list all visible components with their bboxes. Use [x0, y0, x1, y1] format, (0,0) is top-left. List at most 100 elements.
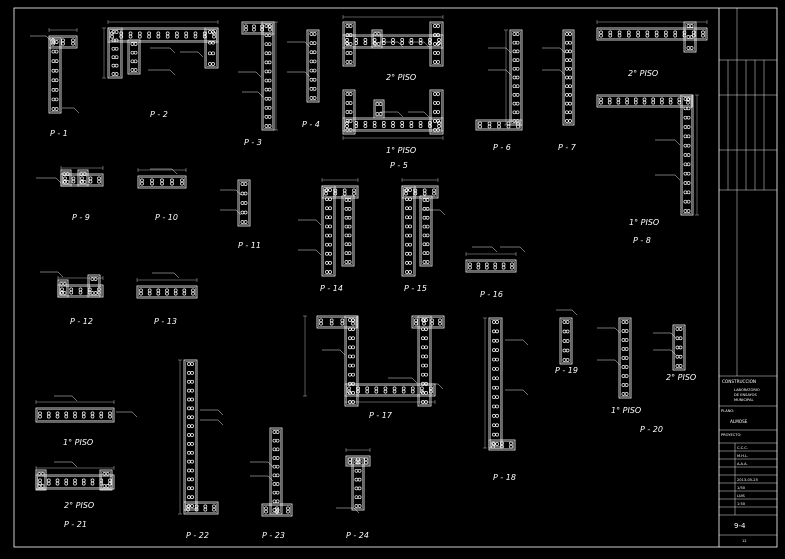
- p2-bar: [137, 31, 142, 36]
- p4-bar: [312, 77, 317, 82]
- p22-bar: [203, 507, 208, 512]
- p19-bar: [565, 358, 570, 362]
- p5b-bar: [436, 128, 440, 132]
- tb-block-text: 1/50: [737, 486, 746, 490]
- p22-bar: [190, 486, 194, 491]
- p20l-bar: [624, 338, 629, 342]
- p3-bar: [267, 124, 272, 128]
- p3-bar: [267, 24, 272, 28]
- p2-bar: [133, 50, 138, 55]
- p2-bar: [147, 31, 151, 36]
- p13-bar: [173, 288, 178, 293]
- p7-bar: [565, 49, 569, 54]
- p21t-bar: [55, 414, 60, 419]
- p8t-bar: [686, 24, 691, 28]
- p3-bar: [260, 27, 264, 32]
- p20l-bar: [624, 320, 629, 324]
- p23-bar: [272, 430, 277, 434]
- p6-bar: [515, 75, 520, 80]
- p9-leader: [55, 177, 62, 184]
- p2-bar: [175, 31, 179, 36]
- p24-bar: [354, 495, 359, 500]
- p4-stirrup: [308, 31, 318, 101]
- label-p17: P - 17: [369, 411, 393, 420]
- p5b-bar: [345, 119, 350, 123]
- p23-bar: [286, 506, 290, 511]
- p14-bar: [328, 251, 332, 256]
- p21t-bar: [99, 411, 104, 416]
- p1-leader: [45, 35, 52, 42]
- p8b-bar: [668, 97, 673, 102]
- p22-bar: [186, 507, 190, 512]
- p9-stirrup: [79, 171, 87, 185]
- p22-bar: [190, 379, 194, 384]
- p20l-bar: [624, 383, 629, 387]
- p22-bar: [190, 406, 194, 411]
- p2-bar: [208, 51, 212, 56]
- p23-stirrup: [271, 429, 281, 513]
- p8t-bar: [686, 35, 691, 39]
- p1-bar: [54, 59, 59, 63]
- p15-bar: [405, 233, 409, 238]
- p23-bar: [286, 509, 290, 514]
- p1-bar: [51, 107, 56, 111]
- p6-outline: [475, 119, 523, 131]
- p22-bar: [190, 504, 194, 508]
- p3-bar: [264, 42, 269, 47]
- p17-bar: [319, 318, 323, 323]
- p22-bar: [187, 371, 191, 375]
- p6-bar: [512, 93, 517, 97]
- p17-bar: [421, 336, 425, 341]
- p8t-bar: [636, 33, 640, 38]
- p2-bar: [211, 30, 215, 34]
- p5t-stirrup: [431, 23, 442, 65]
- p21b-bar: [105, 484, 110, 488]
- p17-bar: [424, 372, 428, 377]
- p1-bar: [54, 107, 59, 111]
- p3-bar: [264, 96, 269, 101]
- p8t-bar: [673, 33, 678, 38]
- p5b-bar: [381, 124, 386, 128]
- p7-outline: [562, 29, 575, 126]
- label-p15: P - 15: [404, 284, 427, 293]
- p5t-bar: [363, 41, 368, 45]
- p17-bar: [365, 389, 370, 394]
- p3-bar: [244, 24, 248, 29]
- p20r-bar: [675, 336, 680, 341]
- p21b-outline: [35, 469, 47, 491]
- p2-bar: [211, 51, 215, 56]
- p20l-bar: [624, 347, 629, 351]
- p13-bar: [147, 288, 152, 293]
- p2-outline: [107, 27, 219, 43]
- p24-bar: [354, 477, 359, 482]
- p1-outline: [48, 37, 62, 114]
- p21b-bar: [38, 481, 42, 486]
- p24-bar: [357, 486, 362, 491]
- p8b-bar: [683, 134, 688, 139]
- p15-bar: [408, 206, 412, 211]
- p17-bar: [348, 318, 352, 322]
- p14-bar: [344, 233, 349, 238]
- p6-bar: [478, 121, 482, 126]
- p21t-bar: [90, 411, 95, 416]
- p10-stirrup: [139, 177, 185, 187]
- p20l-bar: [624, 365, 629, 369]
- p5t-bar: [345, 38, 349, 42]
- p20l-bar: [624, 356, 629, 360]
- p8b-bar: [686, 134, 691, 139]
- p2-bar: [130, 50, 135, 55]
- p7-bar: [568, 32, 572, 36]
- p3-bar: [264, 60, 269, 65]
- p5t-bar: [418, 41, 423, 45]
- p18-bar: [495, 385, 499, 390]
- p6-bar: [512, 84, 517, 89]
- p3-stirrup: [243, 23, 273, 33]
- p23-outline: [261, 503, 293, 517]
- p7-bar: [568, 101, 572, 106]
- p8b-bar: [660, 97, 664, 102]
- p5t-leader: [423, 41, 430, 48]
- tb-block-text: LUIS: [737, 494, 746, 498]
- p14-bar: [328, 197, 332, 201]
- p20l-leader: [614, 359, 621, 366]
- p7-bar: [565, 119, 569, 123]
